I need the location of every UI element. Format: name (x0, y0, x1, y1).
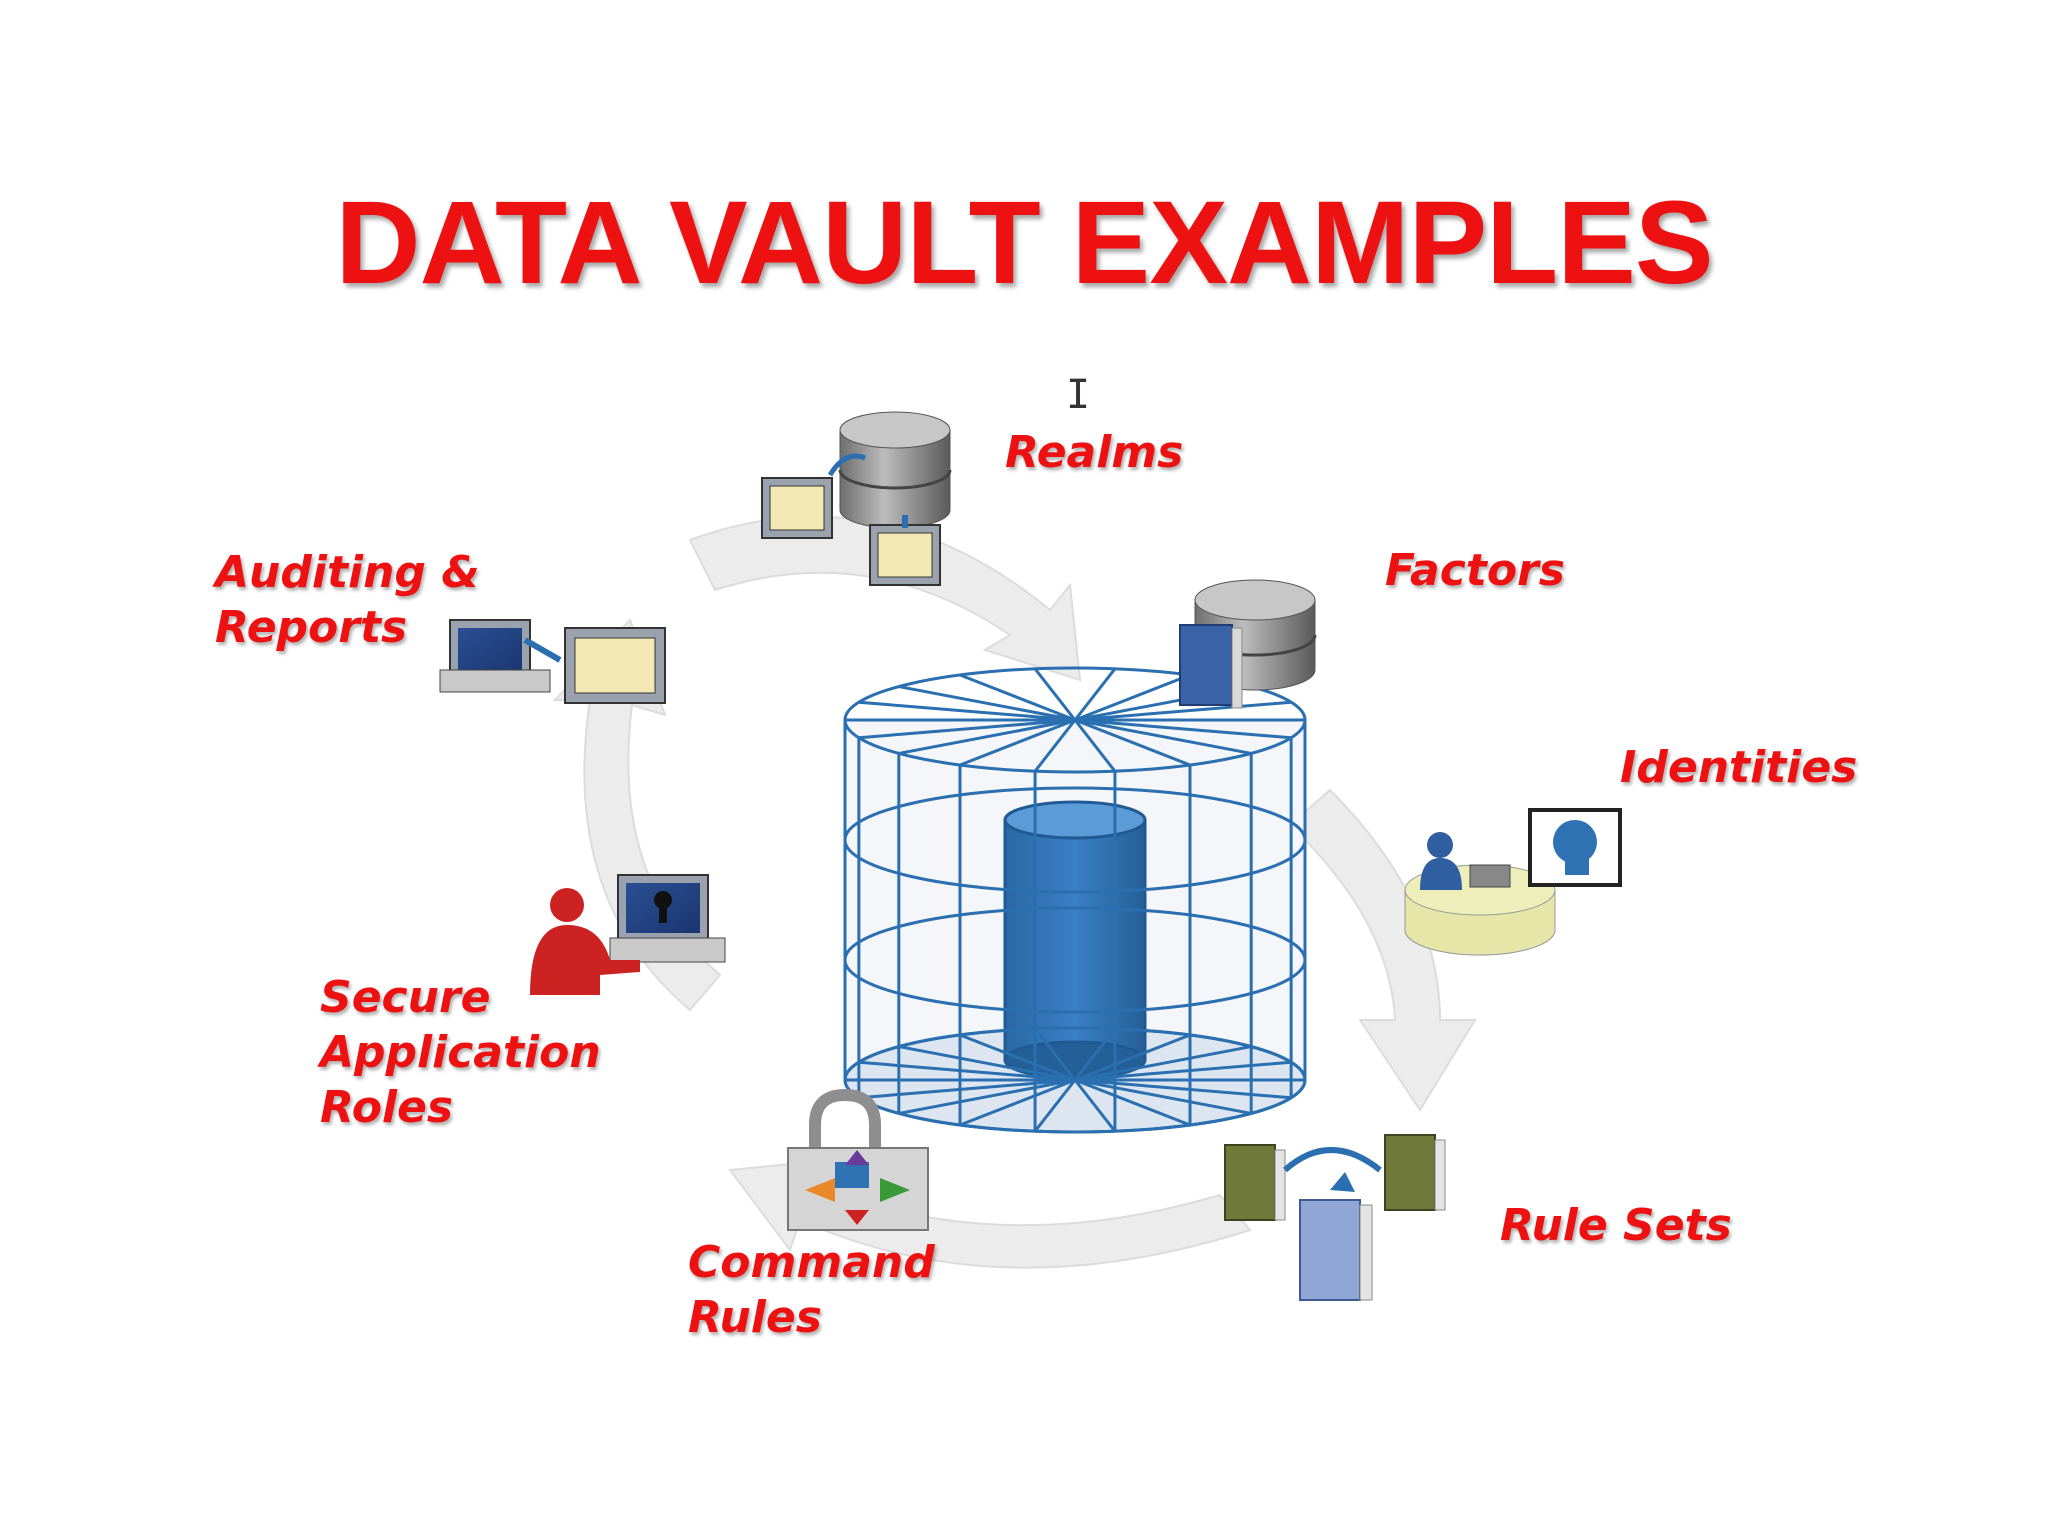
label-command-line-2: Rules (688, 1292, 822, 1343)
label-auditing-line-1: Auditing & (215, 547, 480, 598)
vault-spoke (1074, 718, 1252, 755)
vault-base-spoke (898, 1045, 1076, 1082)
vault-base-spoke (858, 1078, 1076, 1100)
label-factors-text: Factors (1385, 545, 1565, 596)
padlock-icon (787, 1088, 929, 1231)
label-rule-sets: Rule Sets (1500, 1198, 1732, 1253)
vault-spoke (1033, 667, 1077, 721)
label-secure-line-2: Application (320, 1027, 601, 1078)
database-with-book-icon (1179, 579, 1317, 709)
vault-base-spoke (1033, 1027, 1077, 1081)
vault-base-spoke (1074, 1078, 1191, 1127)
label-auditing-reports: Auditing & Reports (215, 545, 480, 655)
vault-spoke (858, 718, 1076, 740)
vault-base-spoke (1074, 1078, 1292, 1100)
label-rule-sets-text: Rule Sets (1500, 1200, 1732, 1251)
vault-base-spoke (1074, 1078, 1252, 1115)
vault-spoke (959, 718, 1076, 767)
label-realms: Realms (1005, 425, 1183, 480)
vault-spoke (1074, 718, 1292, 740)
vault-spoke (1073, 719, 1117, 773)
label-factors: Factors (1385, 543, 1565, 598)
vault-core (1003, 818, 1147, 1062)
database-with-windows-icon (761, 411, 952, 586)
vault-base-spoke (898, 1078, 1076, 1115)
vault-base-spoke (1074, 1045, 1252, 1082)
vault-base-spoke (858, 1060, 1076, 1082)
vault-base-spoke (959, 1033, 1076, 1082)
vault-base-spoke (1074, 1033, 1191, 1082)
vault-base-spoke (959, 1078, 1076, 1127)
arrow-segment-bottom (728, 1158, 1252, 1269)
label-realms-text: Realms (1005, 427, 1184, 478)
vault-spoke (1033, 719, 1077, 773)
user-at-desk-icon (1404, 808, 1622, 956)
vault-base-spoke (1074, 1060, 1292, 1082)
books-icon (1224, 1134, 1446, 1301)
label-secure-line-1: Secure (320, 972, 491, 1023)
vault-spoke (898, 718, 1076, 755)
vault-base-spoke (1073, 1079, 1117, 1133)
label-command-line-1: Command (688, 1237, 935, 1288)
vault-cage-icon (843, 666, 1307, 1134)
vault-spoke (1073, 667, 1117, 721)
label-command-rules: Command Rules (688, 1235, 935, 1345)
arrow-segment-right (1288, 788, 1477, 1112)
vault-spoke (1074, 700, 1292, 722)
label-identities: Identities (1620, 740, 1857, 795)
vault-base-spoke (1033, 1079, 1077, 1133)
vault-spoke (959, 673, 1076, 722)
label-secure-application-roles: Secure Application Roles (320, 970, 601, 1135)
vault-spoke (1074, 718, 1191, 767)
vault-base-spoke (1073, 1027, 1117, 1081)
label-auditing-line-2: Reports (215, 602, 408, 653)
label-identities-text: Identities (1620, 742, 1858, 793)
vault-spoke (898, 685, 1076, 722)
vault-spoke (858, 700, 1076, 722)
page-title: DATA VAULT EXAMPLES (335, 177, 1713, 309)
vault-spoke (1074, 673, 1191, 722)
user-at-computer-icon (530, 874, 726, 995)
label-secure-line-3: Roles (320, 1082, 454, 1133)
computer-with-report-icon (439, 619, 666, 704)
text-cursor-icon: I (1066, 372, 1091, 418)
